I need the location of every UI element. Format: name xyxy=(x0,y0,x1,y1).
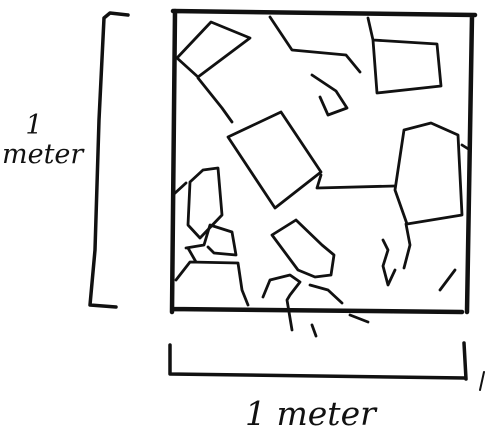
rock-shape xyxy=(228,112,321,208)
rock-shape xyxy=(350,315,368,322)
rock-shape xyxy=(383,240,395,285)
bottom-dimension-label: 1 meter xyxy=(245,397,376,430)
rock-shape xyxy=(188,248,196,262)
rock-shape xyxy=(310,285,342,303)
rock-shape xyxy=(198,78,232,122)
rock-shape xyxy=(368,18,441,93)
rock-shape xyxy=(272,220,334,277)
rock-shape xyxy=(404,224,410,268)
left-dimension-label: 1 meter xyxy=(2,112,66,168)
left-dimension-unit: meter xyxy=(2,141,66,168)
rock-shape xyxy=(317,175,395,188)
rock-shape xyxy=(270,17,360,72)
rock-shape xyxy=(176,262,248,305)
rock-shape xyxy=(395,123,462,224)
rock-shapes xyxy=(174,17,470,336)
quadrat-frame xyxy=(172,11,475,312)
left-dimension-number: 1 xyxy=(2,112,66,139)
left-dimension-bracket xyxy=(90,13,128,307)
rock-shape xyxy=(177,22,250,77)
rock-shape xyxy=(440,270,455,290)
bracket-end-mark xyxy=(480,372,484,390)
rock-shape xyxy=(312,75,347,115)
rock-shape xyxy=(174,183,186,194)
rock-shape xyxy=(312,325,316,336)
rock-shape xyxy=(263,275,300,330)
bottom-dimension-bracket xyxy=(170,343,466,379)
